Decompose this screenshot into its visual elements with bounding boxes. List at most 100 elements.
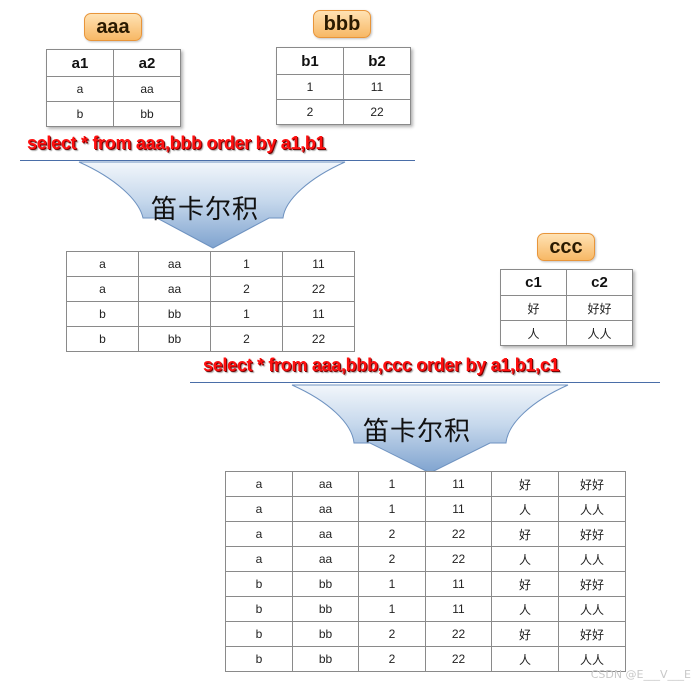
table-cell: 好 [491,471,559,497]
table-bbb: b1 b2 1 11 2 22 [276,47,411,125]
table-cell: bb [292,621,359,647]
table-cell: bb [292,596,359,622]
table-cell: 好好 [558,571,626,597]
table-cell: 1 [276,74,344,100]
table-cell: 好 [491,571,559,597]
table-cell: 人人 [558,646,626,672]
table-row: b bb 1 11 好 好好 [225,571,626,597]
table-cell: 好 [491,621,559,647]
result-table-1: a aa 1 11 a aa 2 22 b bb 1 11 b bb 2 22 [66,251,355,352]
table-aaa: a1 a2 a aa b bb [46,49,181,127]
table-cell: 1 [358,471,426,497]
table-cell: aa [138,251,211,277]
table-cell: bb [113,101,181,127]
table-cell: a [225,496,293,522]
table-cell: bb [292,571,359,597]
sql-query-1: select * from aaa,bbb order by a1,b1 [27,133,326,153]
table-row: b bb 1 11 人 人人 [225,596,626,622]
table-name-ccc: ccc [537,233,595,261]
table-cell: aa [292,496,359,522]
table-cell: aa [113,76,181,102]
table-cell: 人人 [558,546,626,572]
table-cell: 好好 [558,521,626,547]
table-cell: a [225,546,293,572]
table-cell: a [66,251,139,277]
result-table-2: a aa 1 11 好 好好 a aa 1 11 人 人人 a aa 2 22 … [225,471,626,672]
table-cell: b [225,571,293,597]
table-cell: 11 [343,74,411,100]
table-cell: 人 [491,496,559,522]
table-cell: 22 [343,99,411,125]
table-cell: 好 [491,521,559,547]
column-header-c2: c2 [566,269,633,296]
table-row: b bb 2 22 好 好好 [225,621,626,647]
table-cell: 2 [210,276,283,302]
table-cell: 人 [491,546,559,572]
table-cell: bb [138,301,211,327]
table-row: b bb 1 11 [66,301,355,327]
sql-query-2: select * from aaa,bbb,ccc order by a1,b1… [203,355,560,375]
table-cell: aa [292,471,359,497]
table-cell: 人 [500,320,567,346]
table-cell: 11 [425,571,492,597]
table-row: 2 22 [276,99,411,125]
table-cell: aa [292,546,359,572]
table-cell: a [225,521,293,547]
table-cell: 22 [282,326,355,352]
column-header-b2: b2 [343,47,411,75]
table-row: a aa [46,76,181,102]
table-cell: 1 [210,301,283,327]
table-cell: 1 [210,251,283,277]
table-cell: 2 [210,326,283,352]
table-cell: 22 [425,646,492,672]
column-header-c1: c1 [500,269,567,296]
table-row: b bb [46,101,181,127]
table-cell: 11 [282,301,355,327]
table-cell: a [225,471,293,497]
table-name-bbb: bbb [313,10,371,38]
table-row: a aa 2 22 好 好好 [225,521,626,547]
table-cell: 好好 [566,295,633,321]
table-cell: 人 [491,596,559,622]
table-row: 1 11 [276,74,411,100]
table-row: 好 好好 [500,295,633,321]
table-cell: b [225,596,293,622]
table-cell: 人人 [566,320,633,346]
table-cell: b [66,301,139,327]
divider-line [20,160,415,161]
table-cell: 1 [358,496,426,522]
table-row: b bb 2 22 人 人人 [225,646,626,672]
column-header-a1: a1 [46,49,114,77]
cartesian-product-label-1: 笛卡尔积 [151,195,260,225]
table-cell: 11 [425,496,492,522]
table-row: a aa 1 11 [66,251,355,277]
cartesian-product-label-2: 笛卡尔积 [363,417,472,447]
table-cell: 好好 [558,621,626,647]
table-cell: bb [292,646,359,672]
table-cell: 好好 [558,471,626,497]
table-cell: bb [138,326,211,352]
table-cell: 2 [358,646,426,672]
table-cell: 11 [425,596,492,622]
table-cell: b [46,101,114,127]
column-header-a2: a2 [113,49,181,77]
table-cell: b [66,326,139,352]
table-cell: 11 [282,251,355,277]
table-cell: 人人 [558,596,626,622]
table-row: b bb 2 22 [66,326,355,352]
divider-line [190,382,660,383]
table-cell: b [225,646,293,672]
table-cell: 2 [358,546,426,572]
table-cell: a [66,276,139,302]
table-cell: 人人 [558,496,626,522]
table-row: 人 人人 [500,320,633,346]
table-cell: 22 [425,621,492,647]
down-arrow-icon [78,161,346,249]
table-row: a aa 1 11 好 好好 [225,471,626,497]
table-cell: a [46,76,114,102]
table-cell: 22 [282,276,355,302]
table-cell: 2 [358,621,426,647]
table-cell: b [225,621,293,647]
table-cell: 1 [358,571,426,597]
table-row: a aa 2 22 [66,276,355,302]
